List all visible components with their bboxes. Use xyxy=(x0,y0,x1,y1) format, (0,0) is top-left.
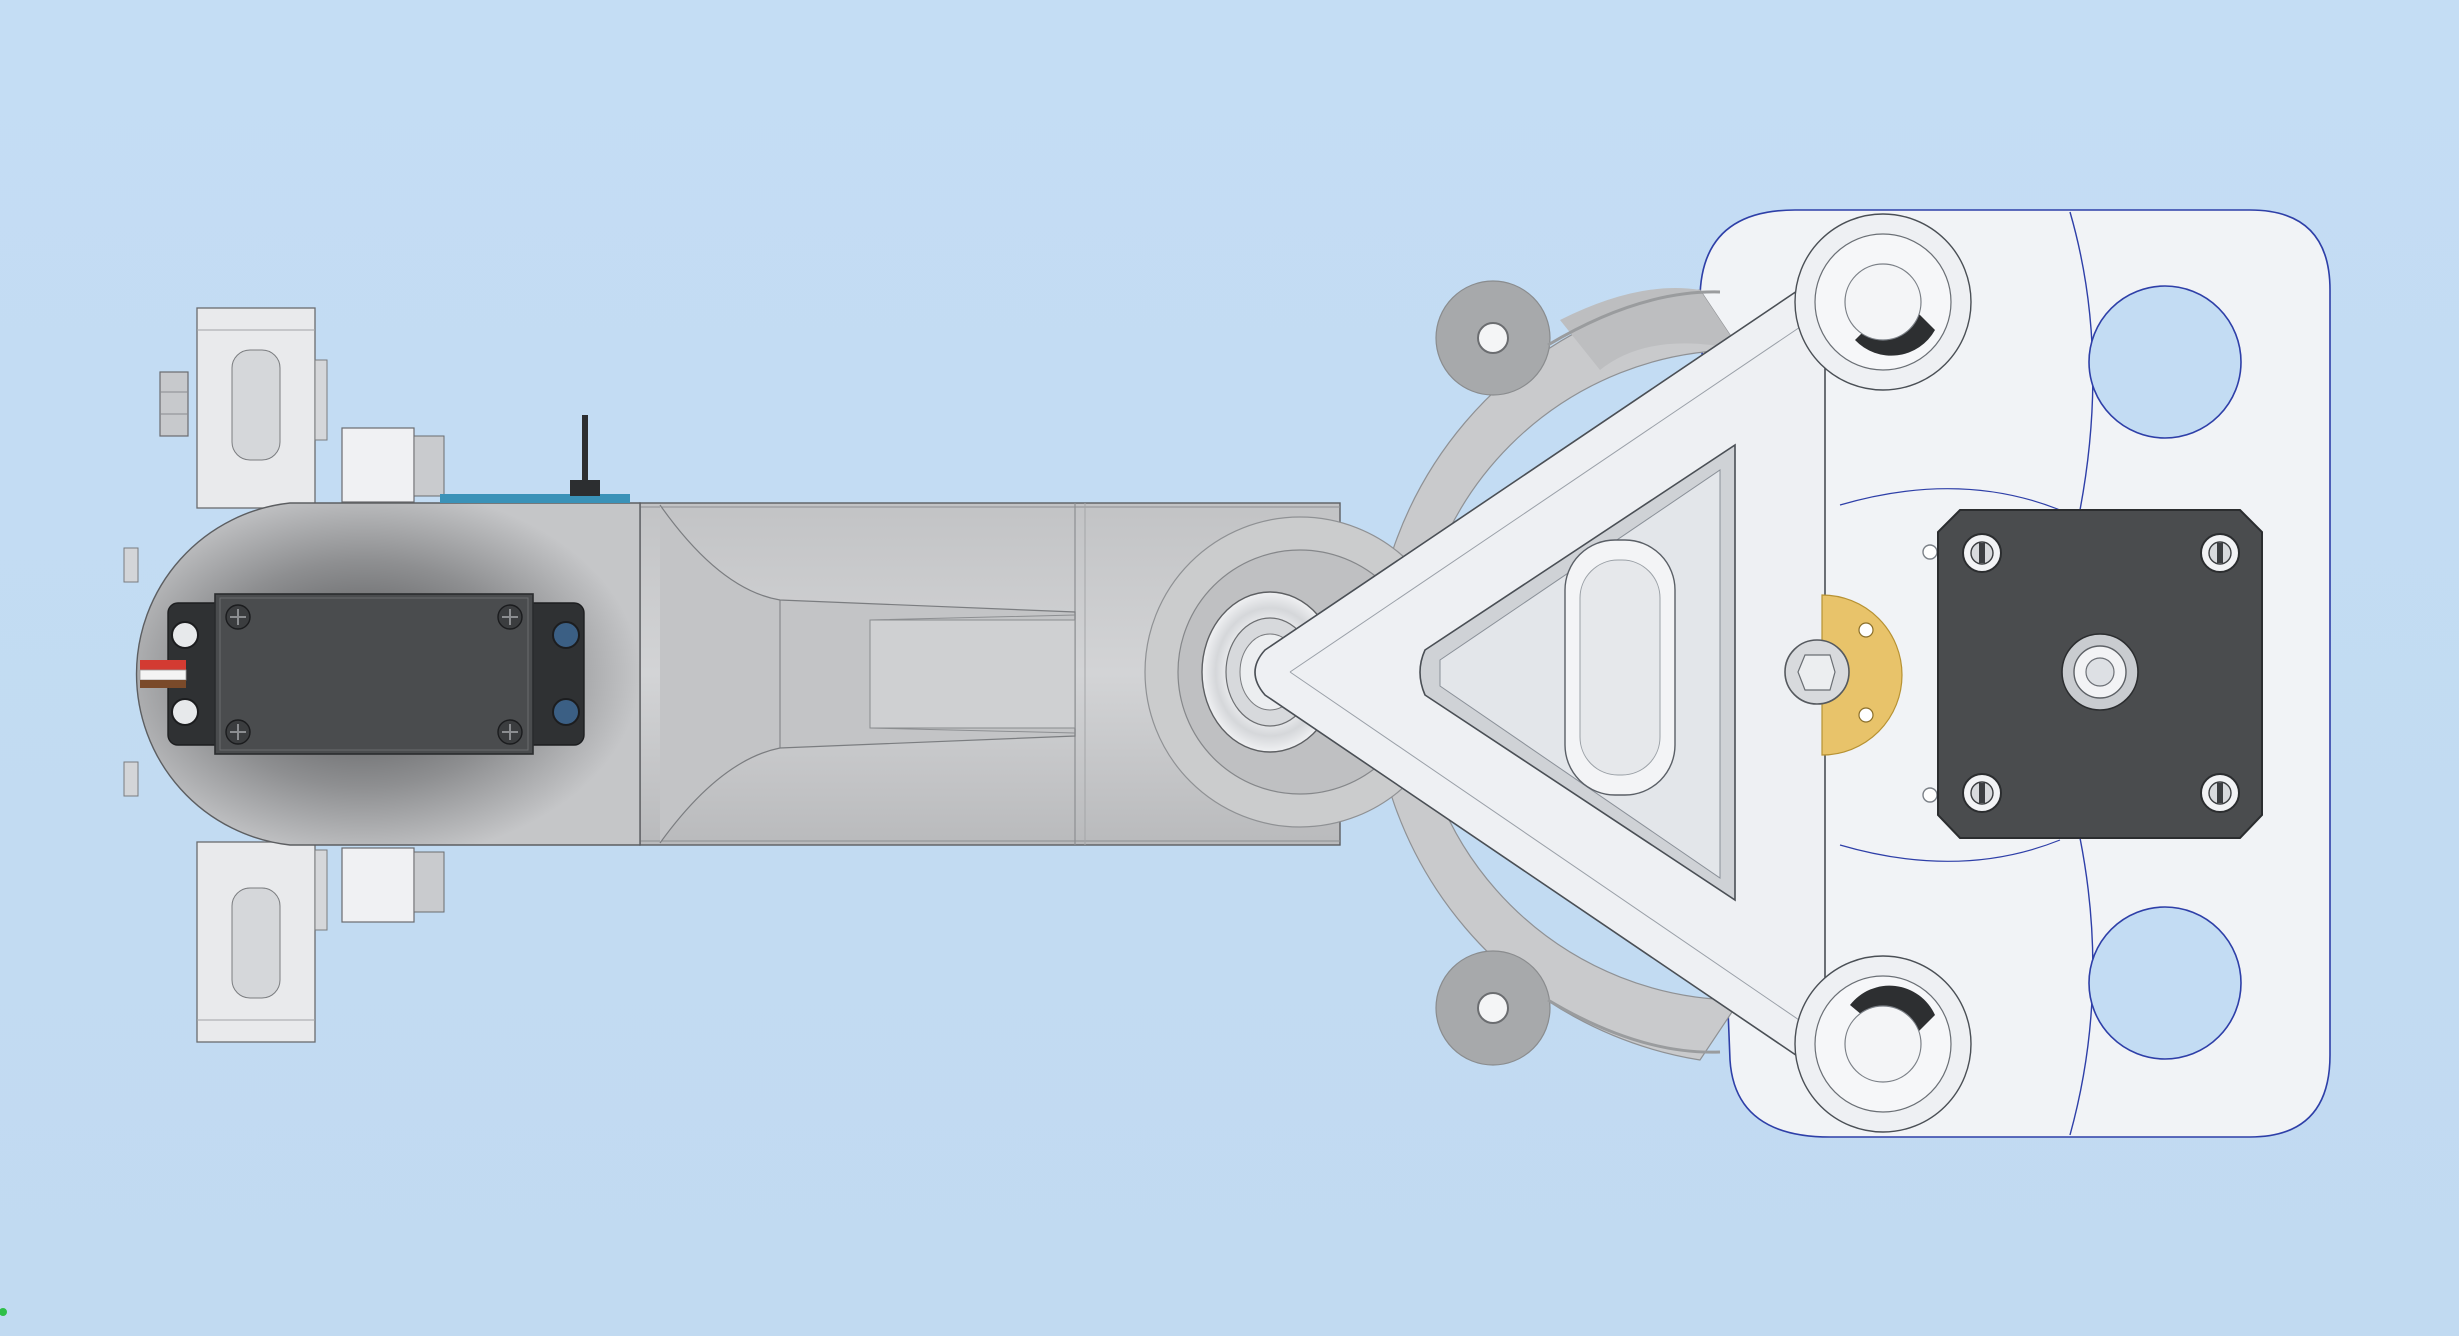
triangle-link[interactable] xyxy=(1254,250,1906,1098)
gripper-assembly[interactable] xyxy=(123,307,445,1043)
screw-marker-bottom xyxy=(1922,787,1938,803)
servo-screw-tl xyxy=(225,604,251,630)
stepper-screw-bl xyxy=(1962,773,2002,813)
connector-pin-icon xyxy=(582,415,588,487)
stepper-shaft xyxy=(2061,633,2139,711)
base-hole-top xyxy=(2088,285,2242,439)
bolt-nut-top xyxy=(159,371,189,437)
servo-screw-br xyxy=(497,719,523,745)
stepper-screw-tr xyxy=(2200,533,2240,573)
servo-eyelet-bl xyxy=(171,698,199,726)
screw-marker-top xyxy=(1922,544,1938,560)
servo-eyelet-tr xyxy=(552,621,580,649)
servo-eyelet-tl xyxy=(171,621,199,649)
servo-body xyxy=(214,593,534,755)
cable-channel xyxy=(440,494,630,503)
stepper-motor[interactable] xyxy=(1937,509,2263,839)
ring-ear-bottom xyxy=(1435,950,1551,1066)
axis-triad-icon[interactable] xyxy=(0,1308,7,1316)
servo-screw-tr xyxy=(497,604,523,630)
servo-screw-bl xyxy=(225,719,251,745)
bearing-top[interactable] xyxy=(1794,213,1972,391)
gold-pulley[interactable] xyxy=(1784,594,1903,756)
stepper-screw-br xyxy=(2200,773,2240,813)
stepper-screw-tl xyxy=(1962,533,2002,573)
ring-ear-top xyxy=(1435,280,1551,396)
servo-wires xyxy=(139,660,187,688)
bearing-bottom[interactable] xyxy=(1794,955,1972,1133)
servo-eyelet-br xyxy=(552,698,580,726)
base-hole-bottom xyxy=(2088,906,2242,1060)
servo-motor[interactable] xyxy=(139,593,585,755)
